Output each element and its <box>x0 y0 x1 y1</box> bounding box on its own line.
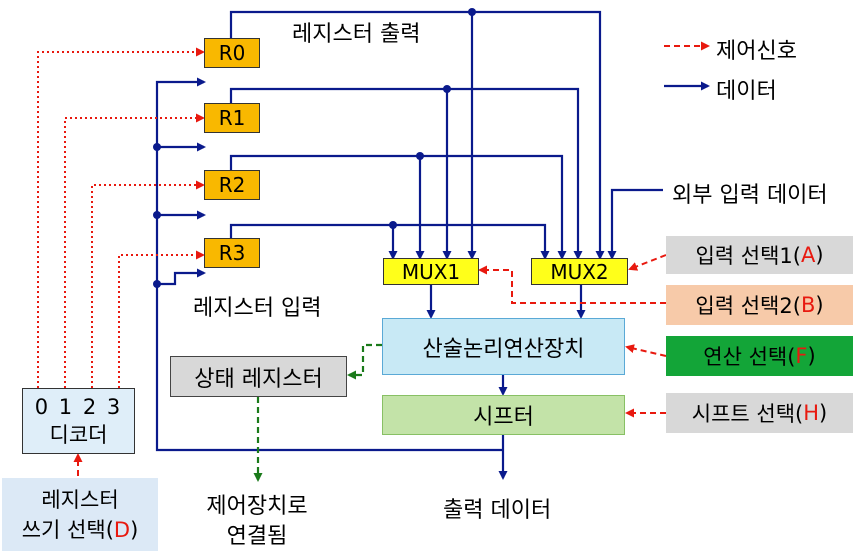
to-control-unit-label: 제어장치로 연결됨 <box>206 494 308 549</box>
decoder-inputs: 0 1 2 3 <box>34 395 123 419</box>
register-output-label: 레지스터 출력 <box>292 22 421 47</box>
register-r3: R3 <box>204 238 260 268</box>
legend-control-label: 제어신호 <box>716 39 797 64</box>
control-operation-select: 연산 선택(F) <box>666 336 853 376</box>
control-input-select-2: 입력 선택2(B) <box>666 285 853 325</box>
junction-dots <box>153 8 476 288</box>
control-input-select-1: 입력 선택1(A) <box>666 236 853 274</box>
control-f-text: 연산 선택( <box>703 345 796 369</box>
control-h-letter: H <box>803 401 820 425</box>
decoder-label: 디코더 <box>49 423 108 447</box>
status-register-box: 상태 레지스터 <box>170 356 347 397</box>
decoder-control-wires <box>37 47 205 388</box>
control-a-text: 입력 선택1( <box>695 244 801 268</box>
control-a-close: ) <box>815 243 824 267</box>
legend-data-label: 데이터 <box>716 79 777 104</box>
status-wires <box>253 343 382 482</box>
register-input-label: 레지스터 입력 <box>193 296 322 321</box>
decoder-box: 0 1 2 3 디코더 <box>22 388 135 454</box>
external-input-label: 외부 입력 데이터 <box>672 183 828 208</box>
control-d-line2: 쓰기 선택( <box>21 517 114 542</box>
control-shift-select: 시프트 선택(H) <box>666 393 853 433</box>
control-b-text: 입력 선택2( <box>695 294 801 318</box>
output-data-label: 출력 데이터 <box>443 498 552 523</box>
select-control-wires <box>73 41 710 476</box>
control-h-text: 시프트 선택( <box>691 402 804 426</box>
control-d-close: ) <box>130 517 139 542</box>
control-register-write-select: 레지스터 쓰기 선택(D) <box>2 478 158 551</box>
control-b-letter: B <box>800 293 816 317</box>
control-f-letter: F <box>795 344 808 368</box>
control-h-close: ) <box>819 401 828 425</box>
control-f-close: ) <box>807 344 816 368</box>
shifter-box: 시프터 <box>382 395 625 435</box>
register-r2: R2 <box>204 170 260 200</box>
data-wires <box>155 10 710 480</box>
alu-box: 산술논리연산장치 <box>382 318 625 375</box>
control-d-line1: 레지스터 <box>41 487 119 512</box>
control-d-letter: D <box>113 517 131 542</box>
mux1-box: MUX1 <box>383 258 479 285</box>
register-r0: R0 <box>204 38 260 68</box>
mux2-box: MUX2 <box>531 258 628 285</box>
control-b-close: ) <box>815 293 824 317</box>
control-a-letter: A <box>800 243 816 267</box>
register-r1: R1 <box>204 103 260 133</box>
